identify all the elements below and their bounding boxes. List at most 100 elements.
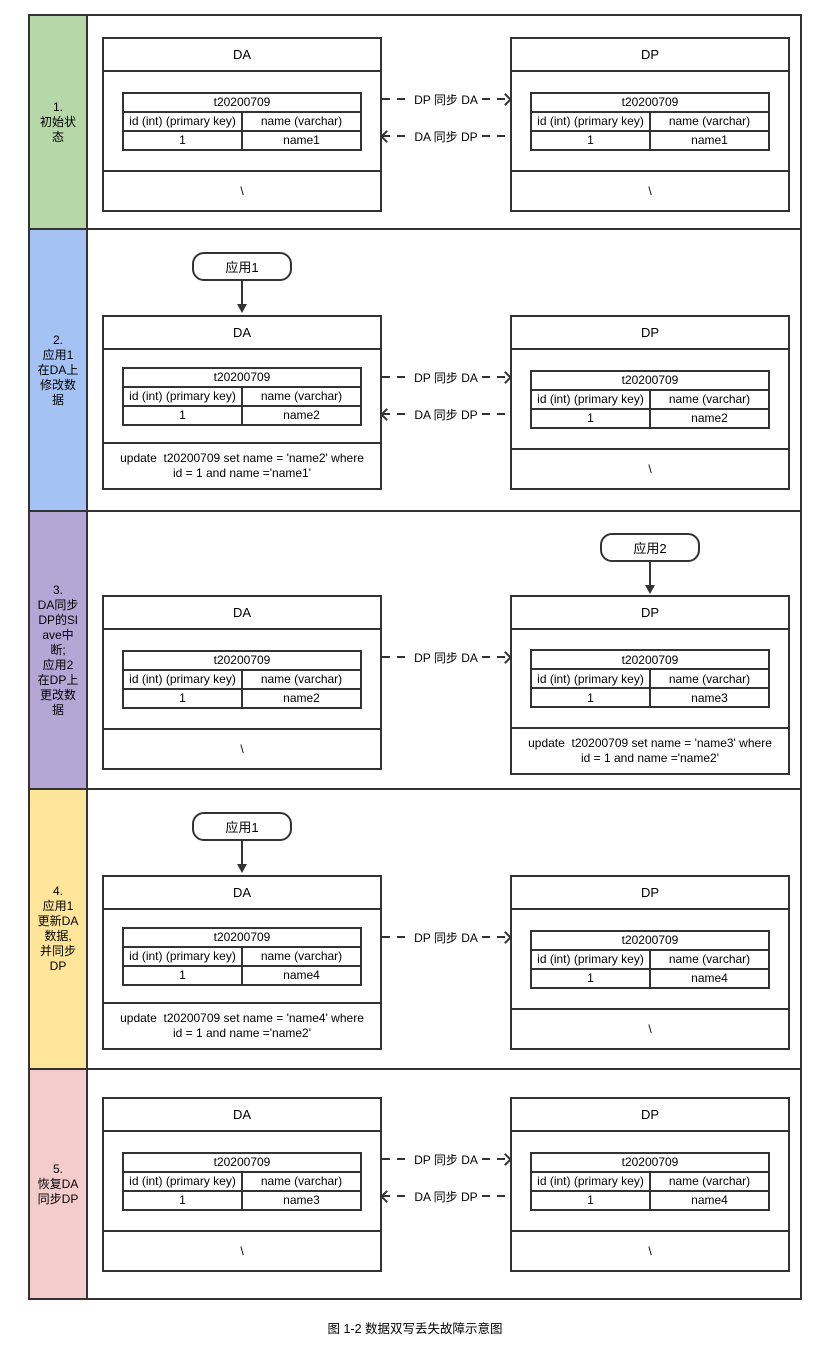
dp-box: DP t20200709 id (int) (primary key) name…	[510, 1097, 790, 1272]
sync-label: DP 同步 DA	[414, 92, 478, 107]
value-id: 1	[122, 1189, 243, 1211]
db-title: DA	[104, 597, 380, 630]
db-note: \	[512, 1230, 788, 1270]
dashed-line	[382, 98, 411, 100]
db-body: t20200709 id (int) (primary key) name (v…	[104, 350, 380, 442]
dashed-line	[382, 936, 411, 938]
column-header-id: id (int) (primary key)	[530, 948, 651, 970]
da-box: DA t20200709 id (int) (primary key) name…	[102, 875, 382, 1050]
column-header-name: name (varchar)	[241, 110, 362, 132]
db-table: t20200709 id (int) (primary key) name (v…	[122, 91, 362, 151]
table-name: t20200709	[530, 369, 770, 391]
value-name: name2	[241, 404, 362, 426]
db-title: DP	[512, 39, 788, 72]
value-id: 1	[530, 1189, 651, 1211]
da-box: DA t20200709 id (int) (primary key) name…	[102, 1097, 382, 1272]
db-note-sql: update t20200709 set name = 'name3' wher…	[512, 727, 788, 773]
stage-canvas-5: DA t20200709 id (int) (primary key) name…	[88, 1070, 800, 1298]
app-label: 应用1	[225, 820, 259, 835]
sync-label: DP 同步 DA	[414, 930, 478, 945]
db-table: t20200709 id (int) (primary key) name (v…	[530, 91, 770, 151]
value-id: 1	[530, 407, 651, 429]
db-body: t20200709 id (int) (primary key) name (v…	[512, 1132, 788, 1230]
dashed-line	[481, 98, 511, 100]
sync-arrow-da-to-dp: DA 同步 DP	[380, 128, 511, 144]
db-note: \	[512, 1008, 788, 1048]
db-body: t20200709 id (int) (primary key) name (v…	[104, 1132, 380, 1230]
value-name: name2	[241, 687, 362, 709]
column-header-name: name (varchar)	[241, 1170, 362, 1192]
arrowhead-left-icon	[380, 1189, 393, 1203]
table-name: t20200709	[530, 929, 770, 951]
column-header-name: name (varchar)	[649, 1170, 770, 1192]
db-note: \	[512, 170, 788, 210]
db-note: \	[512, 448, 788, 488]
column-header-name: name (varchar)	[649, 110, 770, 132]
db-note-sql: update t20200709 set name = 'name2' wher…	[104, 442, 380, 488]
sync-label: DP 同步 DA	[414, 1152, 478, 1167]
db-table: t20200709 id (int) (primary key) name (v…	[530, 1151, 770, 1211]
db-body: t20200709 id (int) (primary key) name (v…	[512, 910, 788, 1008]
column-header-name: name (varchar)	[649, 948, 770, 970]
value-id: 1	[122, 687, 243, 709]
dashed-line	[481, 1195, 511, 1197]
value-id: 1	[530, 967, 651, 989]
db-body: t20200709 id (int) (primary key) name (v…	[512, 72, 788, 170]
table-name: t20200709	[122, 926, 362, 948]
stage-label-1: 1. 初始状 态	[30, 16, 88, 228]
column-header-name: name (varchar)	[241, 668, 362, 690]
table-name: t20200709	[122, 1151, 362, 1173]
value-id: 1	[122, 129, 243, 151]
db-title: DA	[104, 39, 380, 72]
app-label: 应用1	[225, 260, 259, 275]
dashed-line	[481, 376, 511, 378]
sync-label: DA 同步 DP	[414, 407, 478, 422]
stage-canvas-3: 应用2 DA t20200709 id (int) (primary key) …	[88, 512, 800, 788]
value-id: 1	[530, 129, 651, 151]
dp-box: DP t20200709 id (int) (primary key) name…	[510, 595, 790, 775]
arrowhead-right-icon	[499, 92, 512, 106]
dashed-line	[481, 413, 511, 415]
stage-row-3: 3. DA同步 DP的Sl ave中 断; 应用2 在DP上 更改数 据 应用2…	[30, 512, 800, 790]
dashed-line	[481, 135, 511, 137]
sync-arrow-da-to-dp: DA 同步 DP	[380, 1188, 511, 1204]
db-body: t20200709 id (int) (primary key) name (v…	[512, 630, 788, 727]
arrowhead-right-icon	[499, 1152, 512, 1166]
sync-label: DA 同步 DP	[414, 1189, 478, 1204]
stage-label-3: 3. DA同步 DP的Sl ave中 断; 应用2 在DP上 更改数 据	[30, 512, 88, 788]
sync-arrow-dp-to-da: DP 同步 DA	[382, 91, 512, 107]
db-table: t20200709 id (int) (primary key) name (v…	[122, 1151, 362, 1211]
column-header-id: id (int) (primary key)	[122, 668, 243, 690]
db-title: DP	[512, 1099, 788, 1132]
sync-arrow-dp-to-da: DP 同步 DA	[382, 649, 512, 665]
db-body: t20200709 id (int) (primary key) name (v…	[104, 910, 380, 1002]
db-table: t20200709 id (int) (primary key) name (v…	[530, 369, 770, 429]
sync-arrow-dp-to-da: DP 同步 DA	[382, 929, 512, 945]
stage-row-4: 4. 应用1 更新DA 数据, 并同步 DP 应用1 DA t20200709 …	[30, 790, 800, 1070]
db-title: DA	[104, 1099, 380, 1132]
column-header-id: id (int) (primary key)	[530, 110, 651, 132]
value-name: name1	[649, 129, 770, 151]
arrowhead-left-icon	[380, 129, 393, 143]
db-body: t20200709 id (int) (primary key) name (v…	[104, 630, 380, 728]
stage-canvas-1: DA t20200709 id (int) (primary key) name…	[88, 16, 800, 228]
stage-label-2: 2. 应用1 在DA上 修改数 据	[30, 230, 88, 510]
db-note-sql: update t20200709 set name = 'name4' wher…	[104, 1002, 380, 1048]
down-arrow-icon	[237, 864, 247, 873]
dp-box: DP t20200709 id (int) (primary key) name…	[510, 37, 790, 212]
value-name: name4	[241, 964, 362, 986]
db-title: DA	[104, 877, 380, 910]
figure-caption: 图 1-2 数据双写丢失故障示意图	[327, 1322, 503, 1336]
table-name: t20200709	[530, 649, 770, 670]
da-box: DA t20200709 id (int) (primary key) name…	[102, 37, 382, 212]
db-table: t20200709 id (int) (primary key) name (v…	[122, 649, 362, 709]
dashed-line	[481, 936, 511, 938]
column-header-id: id (int) (primary key)	[530, 668, 651, 689]
db-note: \	[104, 170, 380, 210]
value-id: 1	[122, 404, 243, 426]
db-note: \	[104, 728, 380, 768]
db-table: t20200709 id (int) (primary key) name (v…	[122, 926, 362, 986]
value-name: name3	[241, 1189, 362, 1211]
sync-label: DP 同步 DA	[414, 370, 478, 385]
value-id: 1	[122, 964, 243, 986]
